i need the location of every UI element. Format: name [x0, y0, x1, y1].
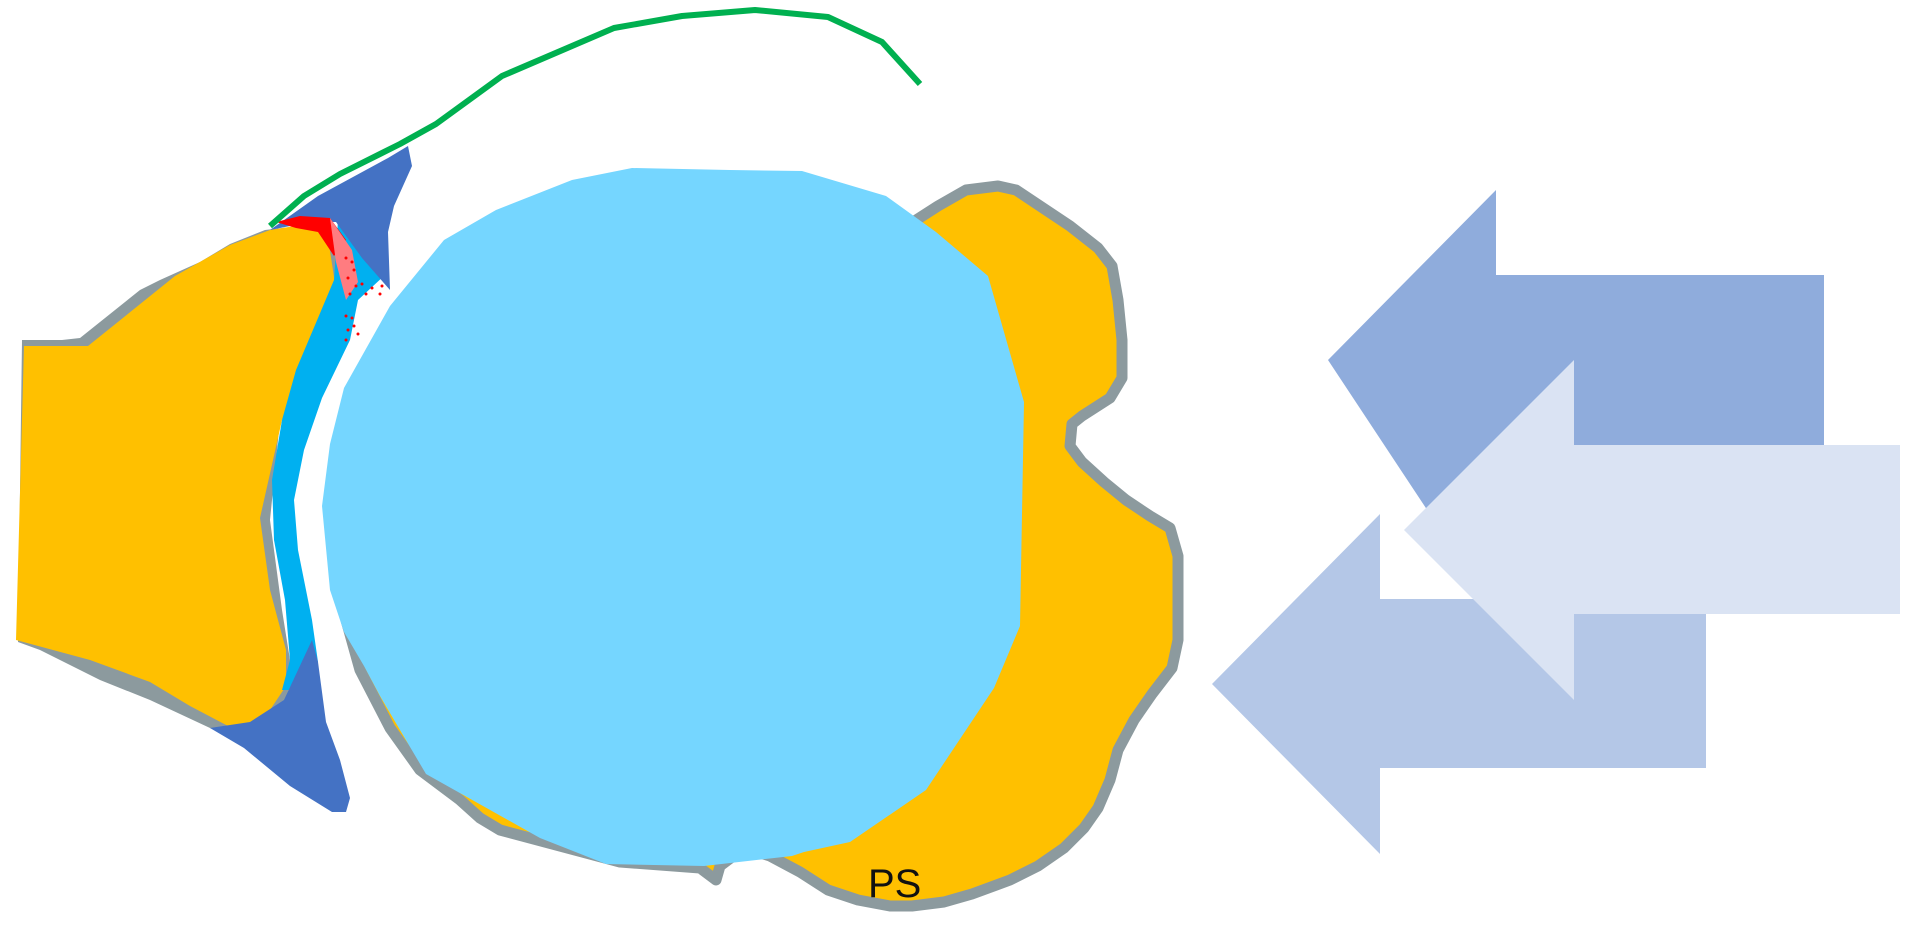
red-accent [276, 216, 346, 256]
red-dots [344, 256, 384, 342]
light-blue-main-body [322, 168, 1024, 866]
ps-label: PS [868, 862, 921, 906]
left-dark-blue-top [270, 146, 412, 290]
green-line [268, 7, 923, 229]
left-dark-blue-bottom [210, 640, 350, 812]
pink-accent [330, 218, 358, 300]
left-yellow-region [16, 224, 336, 726]
arrow-right-light [1404, 360, 1900, 700]
left-blue-strip [272, 220, 385, 690]
